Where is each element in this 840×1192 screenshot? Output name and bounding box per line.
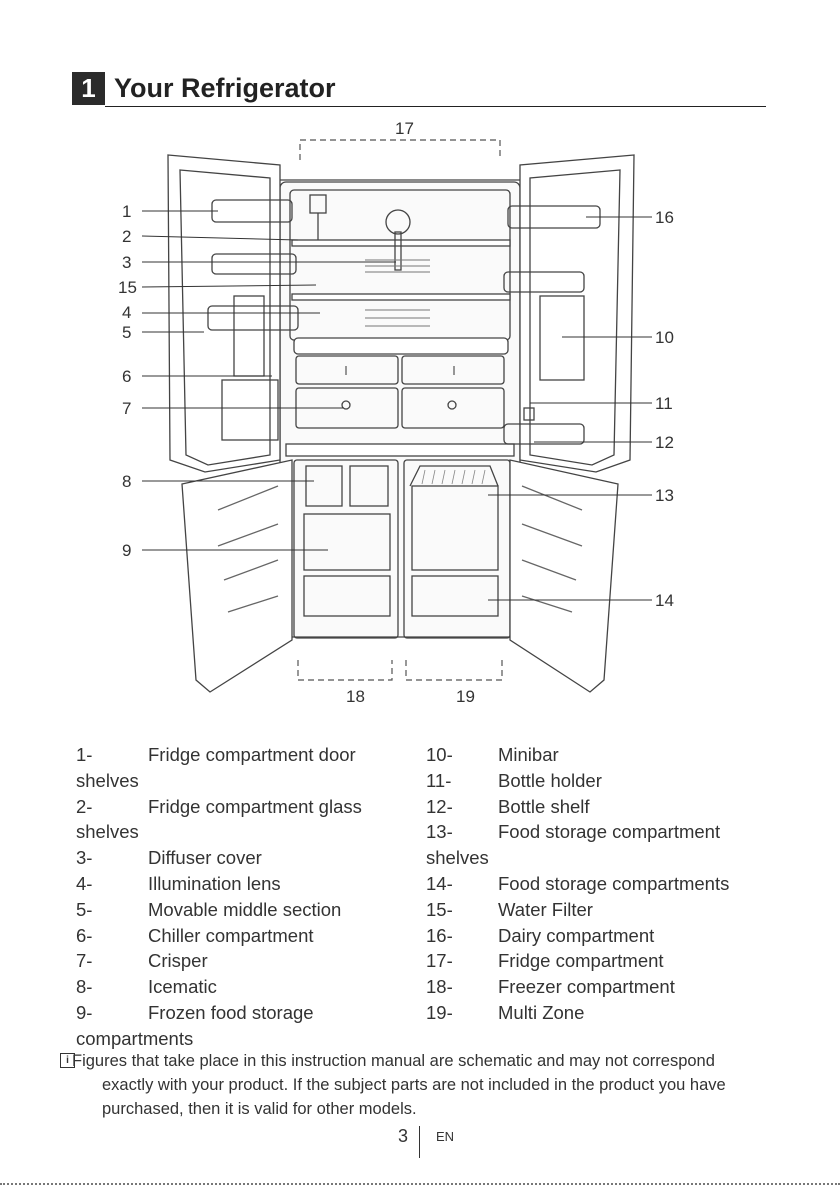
refrigerator-diagram: 1 2 3 15 4 5 6 7 8 9 16 10 11 12 13 14 1… [118,119,674,706]
legend-item: 9-Frozen food storage [76,1001,314,1023]
page-number: 3 [398,1126,409,1146]
legend-item: 1-Fridge compartment door [76,744,356,765]
legend-item: 13-Food storage compartment [426,821,721,843]
callout-1: 1 [122,202,131,221]
callout-11: 11 [655,394,673,413]
legend-item: 7-Crisper [76,950,208,972]
legend-item-cont: shelves [426,847,489,869]
title-rule [105,106,766,107]
legend-right: 10-Minibar 11-Bottle holder 12-Bottle sh… [426,742,766,1026]
legend-item: 2-Fridge compartment glass [76,795,362,817]
legend-item: 14-Food storage compartments [426,872,730,894]
callout-13: 13 [655,486,674,505]
callout-19: 19 [456,687,475,706]
footer-divider [419,1126,420,1158]
legend-item: 16-Dairy compartment [426,924,655,946]
info-icon: i [60,1053,75,1068]
legend-item: 15-Water Filter [426,898,593,920]
legend-item: 19-Multi Zone [426,1001,585,1023]
callout-4: 4 [122,303,131,322]
legend-item: 5-Movable middle section [76,898,342,920]
callout-10: 10 [655,328,674,347]
info-note: i Figures that take place in this instru… [60,1049,750,1121]
callout-16: 16 [655,208,674,227]
legend-item: 17-Fridge compartment [426,950,664,972]
callout-2: 2 [122,227,131,246]
callout-14: 14 [655,591,674,610]
callout-6: 6 [122,367,131,386]
section-number: 1 [72,72,105,105]
callout-9: 9 [122,541,131,560]
note-text: Figures that take place in this instruct… [72,1052,726,1118]
legend-item-cont: shelves [76,821,139,843]
legend-item: 10-Minibar [426,744,559,765]
legend-item: 3-Diffuser cover [76,847,262,869]
legend-item: 4-Illumination lens [76,872,281,894]
language-code: EN [436,1129,455,1144]
legend-item-cont: shelves [76,769,139,791]
bottom-dotted-rule [0,1183,840,1185]
callout-18: 18 [346,687,365,706]
callout-7: 7 [122,399,131,418]
legend-item: 12-Bottle shelf [426,795,590,817]
callout-15: 15 [118,278,137,297]
legend-item: 18-Freezer compartment [426,976,675,998]
callout-12: 12 [655,433,674,452]
callout-17: 17 [395,119,414,138]
legend-item-cont: compartments [76,1027,194,1049]
legend-item: 11-Bottle holder [426,769,602,791]
callout-8: 8 [122,472,131,491]
legend-item: 6-Chiller compartment [76,924,314,946]
callout-5: 5 [122,323,131,342]
legend-left: 1-Fridge compartment door shelves 2-Frid… [76,742,396,1052]
callout-3: 3 [122,253,131,272]
legend-item: 8-Icematic [76,976,217,998]
page-title: Your Refrigerator [114,73,336,103]
